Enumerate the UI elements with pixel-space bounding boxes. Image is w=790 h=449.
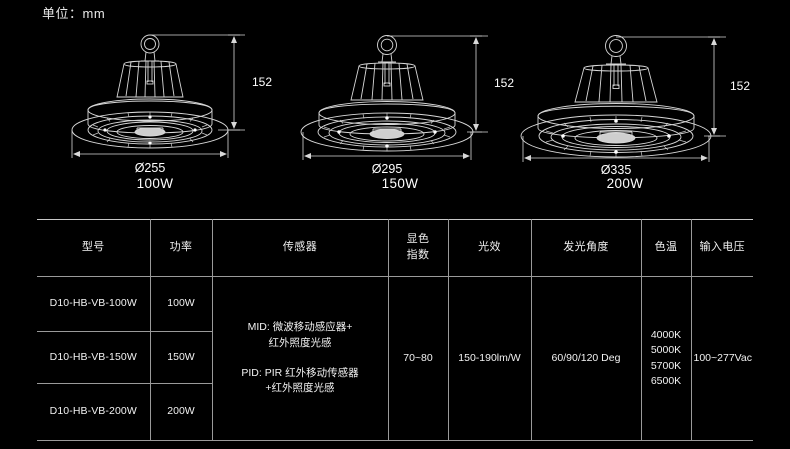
- table-row: D10-HB-VB-200W 200W: [37, 383, 753, 441]
- header-sensor: 传感器: [211, 219, 389, 277]
- wattage-label-150w: 150W: [381, 176, 419, 191]
- hook-ring-inner-icon: [609, 39, 623, 53]
- header-power: 功率: [149, 219, 213, 277]
- cell-model: D10-HB-VB-150W: [37, 331, 151, 384]
- diameter-dimension-label-150w: Ø295: [372, 162, 403, 174]
- cell-efficacy: 150-190lm/W: [447, 276, 532, 441]
- hook-ring-inner-icon: [380, 38, 394, 52]
- fixture-drawing-100w: 152 Ø255: [62, 24, 277, 174]
- unit-note: 单位：mm: [42, 6, 106, 21]
- cell-sensor: MID: 微波移动感应器+ 红外照度光感 PID: PIR 红外移动传感器 +红…: [211, 276, 389, 441]
- cell-cct: 4000K 5000K 5700K 6500K: [640, 276, 692, 441]
- diameter-dimension-label-200w: Ø335: [601, 163, 632, 174]
- height-dimension-label-200w: 152: [730, 79, 750, 93]
- fixture-svg-100w: 152 Ø255: [71, 34, 272, 174]
- header-cri: 显色 指数: [387, 219, 449, 277]
- cell-beam-angle: 60/90/120 Deg: [530, 276, 642, 441]
- header-model: 型号: [37, 219, 151, 277]
- height-dimension-label-100w: 152: [252, 75, 272, 89]
- cell-voltage: 100~277Vac: [690, 276, 753, 441]
- specification-table: 型号 功率 传感器 显色 指数 光效 发光角度 色温 输入电压 D10-HB-V…: [37, 219, 753, 441]
- header-voltage: 输入电压: [690, 219, 753, 277]
- cell-power: 150W: [149, 331, 213, 384]
- fixture-drawing-200w: 152 Ø335: [518, 24, 758, 174]
- header-efficacy: 光效: [447, 219, 532, 277]
- fixture-svg-150w: 152 Ø295: [300, 35, 514, 174]
- hook-ring-icon: [140, 34, 160, 54]
- table-row: D10-HB-VB-100W 100W MID: 微波移动感应器+ 红外照度光感…: [37, 276, 753, 441]
- fixture-svg-200w: 152 Ø335: [520, 35, 750, 174]
- diameter-dimension-label-100w: Ø255: [135, 161, 166, 174]
- cell-model: D10-HB-VB-200W: [37, 383, 151, 441]
- header-beam-angle: 发光角度: [530, 219, 642, 277]
- hook-ring-inner-icon: [144, 38, 156, 50]
- hook-ring-icon: [377, 35, 397, 55]
- height-dimension-label-150w: 152: [494, 76, 514, 90]
- hook-ring-icon: [605, 35, 627, 57]
- wattage-label-100w: 100W: [136, 176, 174, 191]
- table-header-row: 型号 功率 传感器 显色 指数 光效 发光角度 色温 输入电压: [37, 219, 753, 277]
- wattage-label-200w: 200W: [606, 176, 644, 191]
- cell-power: 100W: [149, 276, 213, 332]
- header-cct: 色温: [640, 219, 692, 277]
- table-row: D10-HB-VB-150W 150W: [37, 331, 753, 384]
- cell-cri: 70~80: [387, 276, 449, 441]
- cell-power: 200W: [149, 383, 213, 441]
- cell-model: D10-HB-VB-100W: [37, 276, 151, 332]
- fixture-drawing-150w: 152 Ø295: [295, 24, 520, 174]
